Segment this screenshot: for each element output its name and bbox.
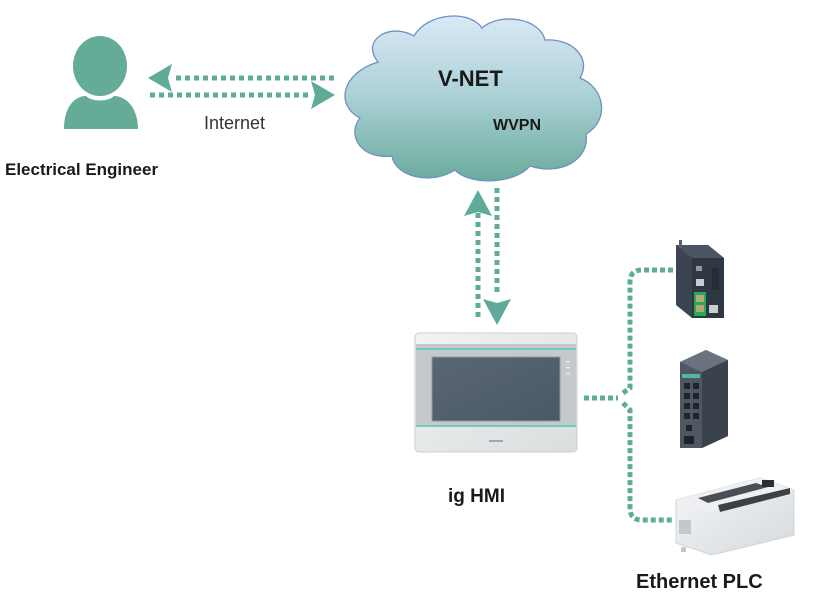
internet-link-label: Internet <box>204 113 266 133</box>
cloud-sublabel: WVPN <box>493 117 541 134</box>
cloud-icon <box>344 15 603 182</box>
hmi-panel-icon <box>414 332 578 453</box>
hmi-label: ig HMI <box>448 486 505 507</box>
cloud-label: V-NET <box>438 66 503 91</box>
plc-group-label: Ethernet PLC <box>636 571 763 593</box>
arrow-up-icon <box>464 190 492 216</box>
vpn-link <box>464 188 511 325</box>
engineer-label: Electrical Engineer <box>5 160 159 179</box>
arrow-left-icon <box>148 64 172 92</box>
ethernet-bus <box>584 267 676 523</box>
compact-plc-icon <box>675 477 795 556</box>
plc-module-icon <box>676 240 724 318</box>
arrow-down-icon <box>483 299 511 325</box>
internet-link <box>148 64 335 109</box>
arrow-right-icon <box>311 81 335 109</box>
person-icon <box>64 36 138 129</box>
network-switch-icon <box>680 350 728 448</box>
